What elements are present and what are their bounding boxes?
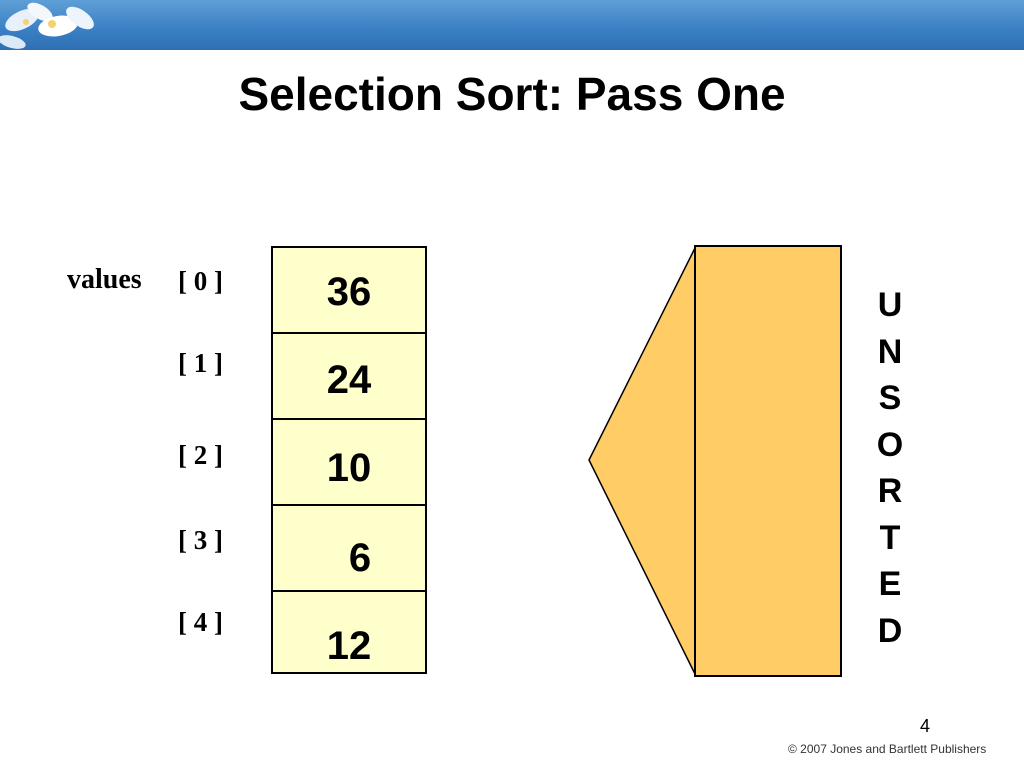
letter-n: N — [877, 332, 903, 371]
cell-value-0: 36 — [326, 270, 372, 314]
index-label-3: [ 3 ] — [178, 525, 223, 555]
copyright-notice: © 2007 Jones and Bartlett Publishers — [788, 742, 987, 756]
cell-divider — [273, 504, 425, 506]
cell-divider — [273, 332, 425, 334]
header-band — [0, 0, 1024, 50]
page-number: 4 — [920, 716, 931, 736]
letter-u: U — [877, 286, 903, 324]
letter-s: S — [878, 379, 902, 417]
index-label-2: [ 2 ] — [178, 440, 223, 470]
letter-r: R — [877, 472, 903, 510]
slide-title: Selection Sort: Pass One — [238, 68, 786, 120]
array-box: 36 24 10 6 12 — [271, 246, 427, 674]
cell-value-2: 10 — [326, 446, 372, 490]
letter-e: E — [878, 565, 902, 603]
index-label-0: [ 0 ] — [178, 266, 223, 296]
unsorted-region-box — [694, 245, 842, 677]
bracket-wedge — [588, 247, 696, 675]
unsorted-region-shape — [588, 245, 842, 677]
cell-divider — [273, 590, 425, 592]
letter-t: T — [879, 518, 901, 557]
array-name-label: values — [67, 264, 142, 295]
cell-value-4: 12 — [326, 624, 372, 668]
cell-value-1: 24 — [326, 358, 372, 402]
unsorted-vertical-label: U N S O R T E D — [868, 282, 912, 654]
letter-o: O — [876, 425, 904, 464]
flower-decoration-icon — [0, 2, 94, 49]
index-label-4: [ 4 ] — [178, 607, 223, 637]
cell-value-3: 6 — [348, 536, 372, 580]
index-label-1: [ 1 ] — [178, 348, 223, 378]
letter-d: D — [877, 611, 903, 650]
cell-divider — [273, 418, 425, 420]
